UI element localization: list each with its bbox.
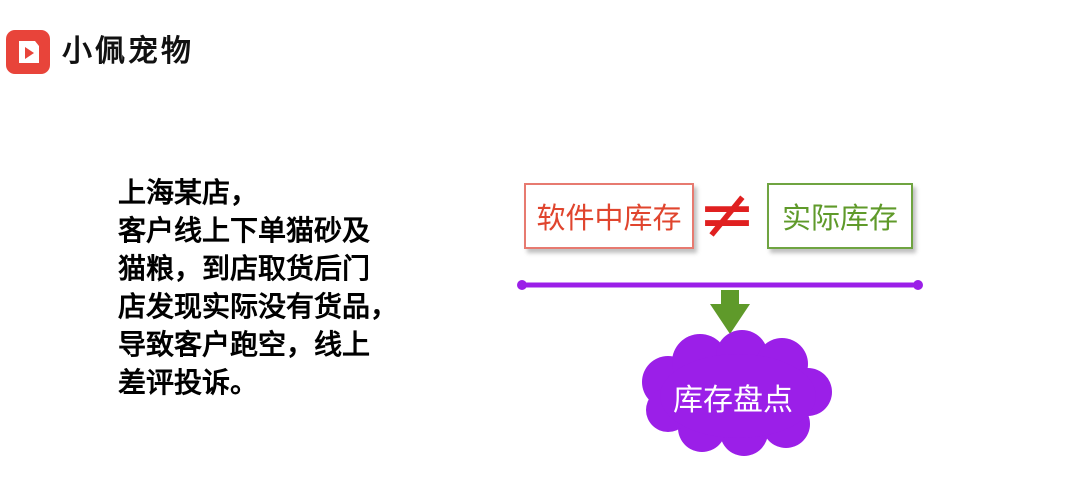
story-line: 导致客户跑空，线上 [118,328,371,361]
line-end-dot [517,280,527,290]
down-arrow-icon [710,290,750,334]
brand-name: 小佩宠物 [62,34,194,69]
actual-stock-box: 实际库存 [767,183,913,249]
story-line: 客户线上下单猫砂及 [118,214,371,247]
software-stock-label: 软件中库存 [536,201,682,235]
story-line: 上海某店， [118,176,259,209]
story-line: 差评投诉。 [118,366,259,399]
line-end-dot [913,280,923,290]
actual-stock-label: 实际库存 [781,201,898,235]
cloud-shape [642,330,832,456]
not-equal-sign: ≠ [697,173,757,255]
play-icon [6,30,50,74]
brand-logo: 小佩宠物 [6,30,194,74]
software-stock-box: 软件中库存 [524,183,694,249]
story-text: 上海某店， 客户线上下单猫砂及 猫粮，到店取货后门 店发现实际没有货品， 导致客… [118,174,448,402]
story-line: 店发现实际没有货品， [118,290,399,323]
stocktake-label: 库存盘点 [673,383,793,418]
story-line: 猫粮，到店取货后门 [118,252,371,285]
